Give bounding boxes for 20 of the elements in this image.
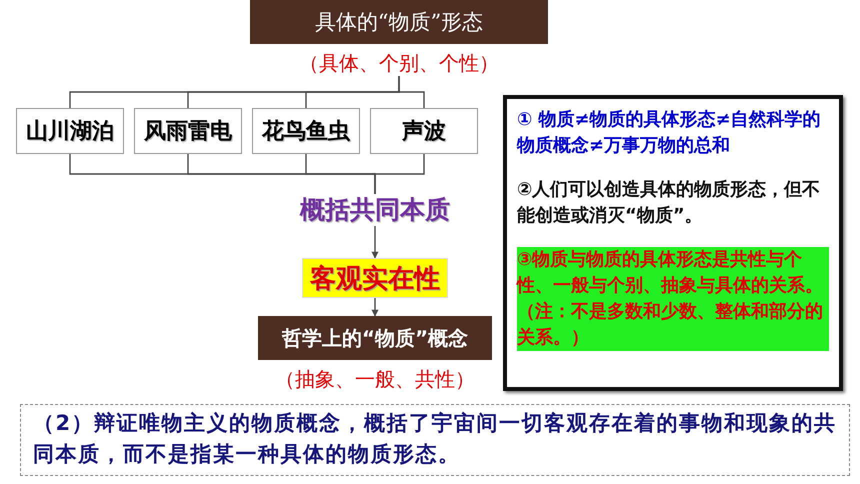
term-card: 山川湖泊 — [16, 108, 124, 154]
arrow — [372, 298, 378, 317]
term-card: 风雨雷电 — [134, 108, 242, 154]
note-text: ③物质与物质的具体形态是共性与个性、一般与个别、抽象与具体的关系。（注：不是多数和少数、整体和部分的关系。） — [517, 247, 829, 351]
process-label: 概括共同本质 — [280, 194, 470, 226]
term-card: 声波 — [370, 108, 478, 154]
note-text: ②人们可以创造具体的物质形态，但不能创造或消灭“物质”。 — [517, 178, 822, 228]
note-panel — [503, 95, 843, 391]
text-panel — [20, 404, 850, 476]
subtitle-text: （抽象、一般、共性） — [274, 366, 476, 392]
highlighted-term: 客观实在性 — [302, 258, 448, 298]
heading-banner: 具体的“物质”形态 — [250, 0, 548, 44]
connector-line — [398, 76, 425, 108]
note-text: ① 物质≠物质的具体形态≠自然科学的物质概念≠万事万物的总和 — [517, 108, 822, 158]
connector-line — [374, 154, 425, 194]
arrow — [372, 226, 378, 259]
term-card: 花鸟鱼虫 — [252, 108, 360, 154]
subtitle-text: （具体、个别、个性） — [298, 50, 500, 76]
summary-text: （2）辩证唯物主义的物质概念，概括了宇宙间一切客观存在着的事物和现象的共同本质，而不是指某一种具体的物质形态。 — [33, 410, 837, 468]
heading-banner: 哲学上的“物质”概念 — [258, 316, 492, 360]
